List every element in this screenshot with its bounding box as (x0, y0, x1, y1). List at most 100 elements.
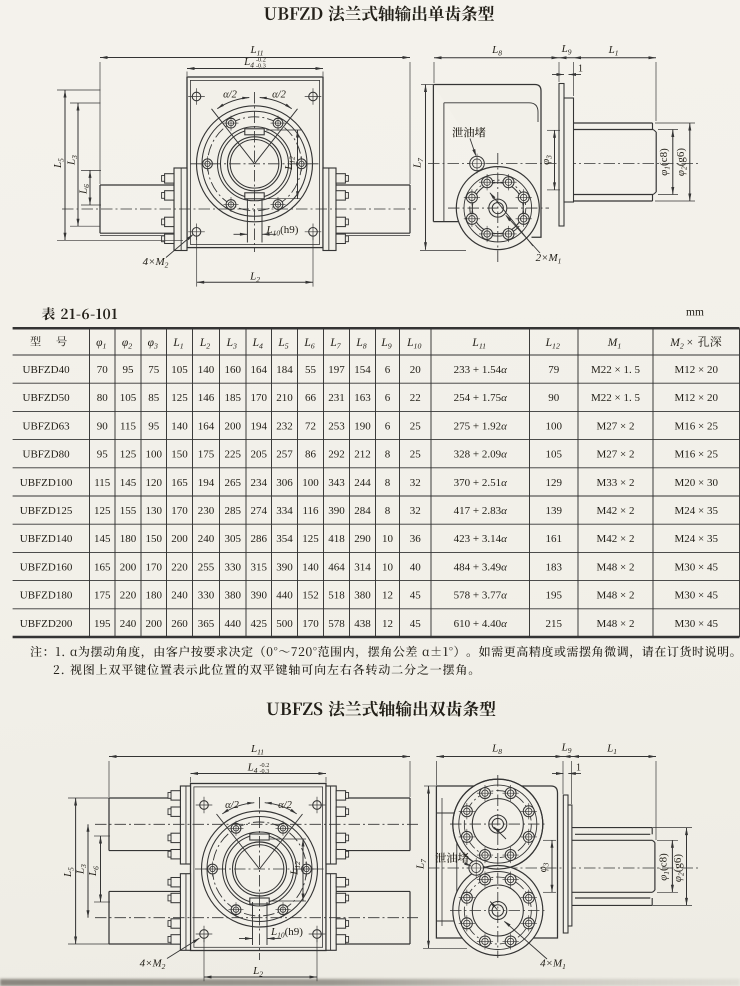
svg-text:φ3: φ3 (537, 862, 551, 872)
svg-text:6: 6 (385, 392, 391, 404)
svg-text:86: 86 (305, 449, 317, 461)
svg-text:315: 315 (251, 561, 268, 573)
svg-text:UBFZD180: UBFZD180 (20, 590, 73, 602)
svg-text:90: 90 (97, 420, 109, 432)
svg-text:194: 194 (251, 420, 268, 432)
svg-text:L4: L4 (243, 56, 254, 70)
svg-text:161: 161 (546, 533, 563, 545)
svg-text:210: 210 (276, 392, 293, 404)
svg-text:L7: L7 (412, 158, 426, 169)
svg-text:L3: L3 (226, 337, 237, 351)
svg-text:L10: L10 (406, 337, 421, 351)
svg-text:φ1: φ1 (96, 337, 106, 351)
svg-text:L7: L7 (415, 859, 429, 870)
svg-text:195: 195 (94, 618, 111, 630)
svg-text:L4: L4 (247, 762, 258, 776)
svg-text:154: 154 (354, 364, 371, 376)
svg-text:4×M1: 4×M1 (540, 958, 566, 972)
svg-text:36: 36 (410, 533, 422, 545)
svg-text:230: 230 (198, 505, 215, 517)
svg-text:390: 390 (251, 590, 268, 602)
svg-text:145: 145 (94, 533, 111, 545)
svg-text:220: 220 (120, 590, 137, 602)
svg-text:305: 305 (225, 533, 242, 545)
svg-text:L8: L8 (491, 44, 502, 58)
svg-text:257: 257 (276, 449, 293, 461)
svg-text:354: 354 (276, 533, 293, 545)
svg-text:425: 425 (251, 618, 268, 630)
svg-text:190: 190 (354, 420, 371, 432)
svg-text:265: 265 (225, 477, 242, 489)
svg-text:L7: L7 (329, 337, 341, 351)
svg-text:8: 8 (385, 477, 391, 489)
svg-text:440: 440 (276, 590, 293, 602)
svg-text:φ3: φ3 (540, 155, 554, 165)
svg-text:170: 170 (251, 392, 268, 404)
svg-text:55: 55 (305, 364, 317, 376)
svg-text:233 + 1.54α: 233 + 1.54α (454, 364, 507, 376)
svg-text:8: 8 (385, 505, 391, 517)
svg-text:L1: L1 (172, 337, 183, 351)
svg-text:α/2: α/2 (223, 90, 237, 101)
svg-text:418: 418 (328, 533, 345, 545)
svg-text:330: 330 (198, 590, 215, 602)
svg-text:L6: L6 (87, 866, 101, 877)
svg-text:140: 140 (302, 561, 319, 573)
svg-text:4×M2: 4×M2 (140, 958, 166, 972)
svg-text:L2: L2 (249, 271, 260, 285)
svg-text:231: 231 (328, 392, 345, 404)
svg-text:M2 ×: M2 × (669, 337, 693, 351)
svg-text:M42 × 2: M42 × 2 (597, 505, 635, 517)
svg-text:-0.3: -0.3 (260, 768, 270, 775)
svg-text:438: 438 (354, 618, 371, 630)
svg-text:M30 × 45: M30 × 45 (675, 590, 719, 602)
svg-text:M48 × 2: M48 × 2 (597, 590, 635, 602)
svg-text:M24 × 35: M24 × 35 (675, 533, 719, 545)
svg-text:254 + 1.75α: 254 + 1.75α (454, 392, 507, 404)
svg-text:205: 205 (251, 449, 268, 461)
svg-text:12: 12 (382, 590, 393, 602)
svg-text:45: 45 (410, 618, 422, 630)
svg-text:292: 292 (328, 449, 345, 461)
svg-text:240: 240 (198, 533, 215, 545)
svg-text:610 + 4.40α: 610 + 4.40α (454, 618, 507, 630)
svg-text:146: 146 (198, 392, 215, 404)
svg-text:232: 232 (276, 420, 293, 432)
svg-text:1: 1 (578, 64, 583, 75)
svg-text:80: 80 (97, 392, 109, 404)
svg-text:32: 32 (410, 505, 421, 517)
svg-text:286: 286 (251, 533, 268, 545)
svg-text:140: 140 (198, 364, 215, 376)
svg-text:105: 105 (171, 364, 188, 376)
svg-text:518: 518 (328, 590, 345, 602)
svg-text:79: 79 (548, 364, 560, 376)
svg-text:32: 32 (410, 477, 421, 489)
svg-text:1: 1 (576, 763, 581, 774)
svg-text:95: 95 (123, 364, 135, 376)
svg-text:380: 380 (225, 590, 242, 602)
svg-text:UBFZD100: UBFZD100 (20, 477, 73, 489)
svg-text:-0.3: -0.3 (256, 63, 266, 70)
svg-text:M12 × 20: M12 × 20 (675, 392, 719, 404)
svg-text:mm: mm (686, 307, 704, 319)
svg-text:240: 240 (120, 618, 137, 630)
svg-text:M22 × 1. 5: M22 × 1. 5 (591, 364, 640, 376)
svg-text:L10(h9): L10(h9) (266, 224, 299, 238)
svg-text:-0.2: -0.2 (256, 57, 266, 64)
svg-text:L9: L9 (561, 43, 572, 57)
svg-text:72: 72 (305, 420, 316, 432)
svg-text:M12 × 20: M12 × 20 (675, 364, 719, 376)
svg-text:150: 150 (171, 449, 188, 461)
svg-text:L2: L2 (252, 965, 263, 979)
svg-text:200: 200 (146, 618, 163, 630)
svg-text:L5: L5 (52, 158, 66, 169)
svg-text:290: 290 (354, 533, 371, 545)
svg-text:125: 125 (120, 449, 137, 461)
svg-text:370 + 2.51α: 370 + 2.51α (454, 477, 507, 489)
svg-text:α/2: α/2 (272, 90, 286, 101)
svg-text:M48 × 2: M48 × 2 (597, 561, 635, 573)
svg-text:L9: L9 (380, 337, 391, 351)
svg-text:423 + 3.14α: 423 + 3.14α (454, 533, 507, 545)
svg-text:UBFZD50: UBFZD50 (23, 392, 71, 404)
svg-text:390: 390 (328, 505, 345, 517)
